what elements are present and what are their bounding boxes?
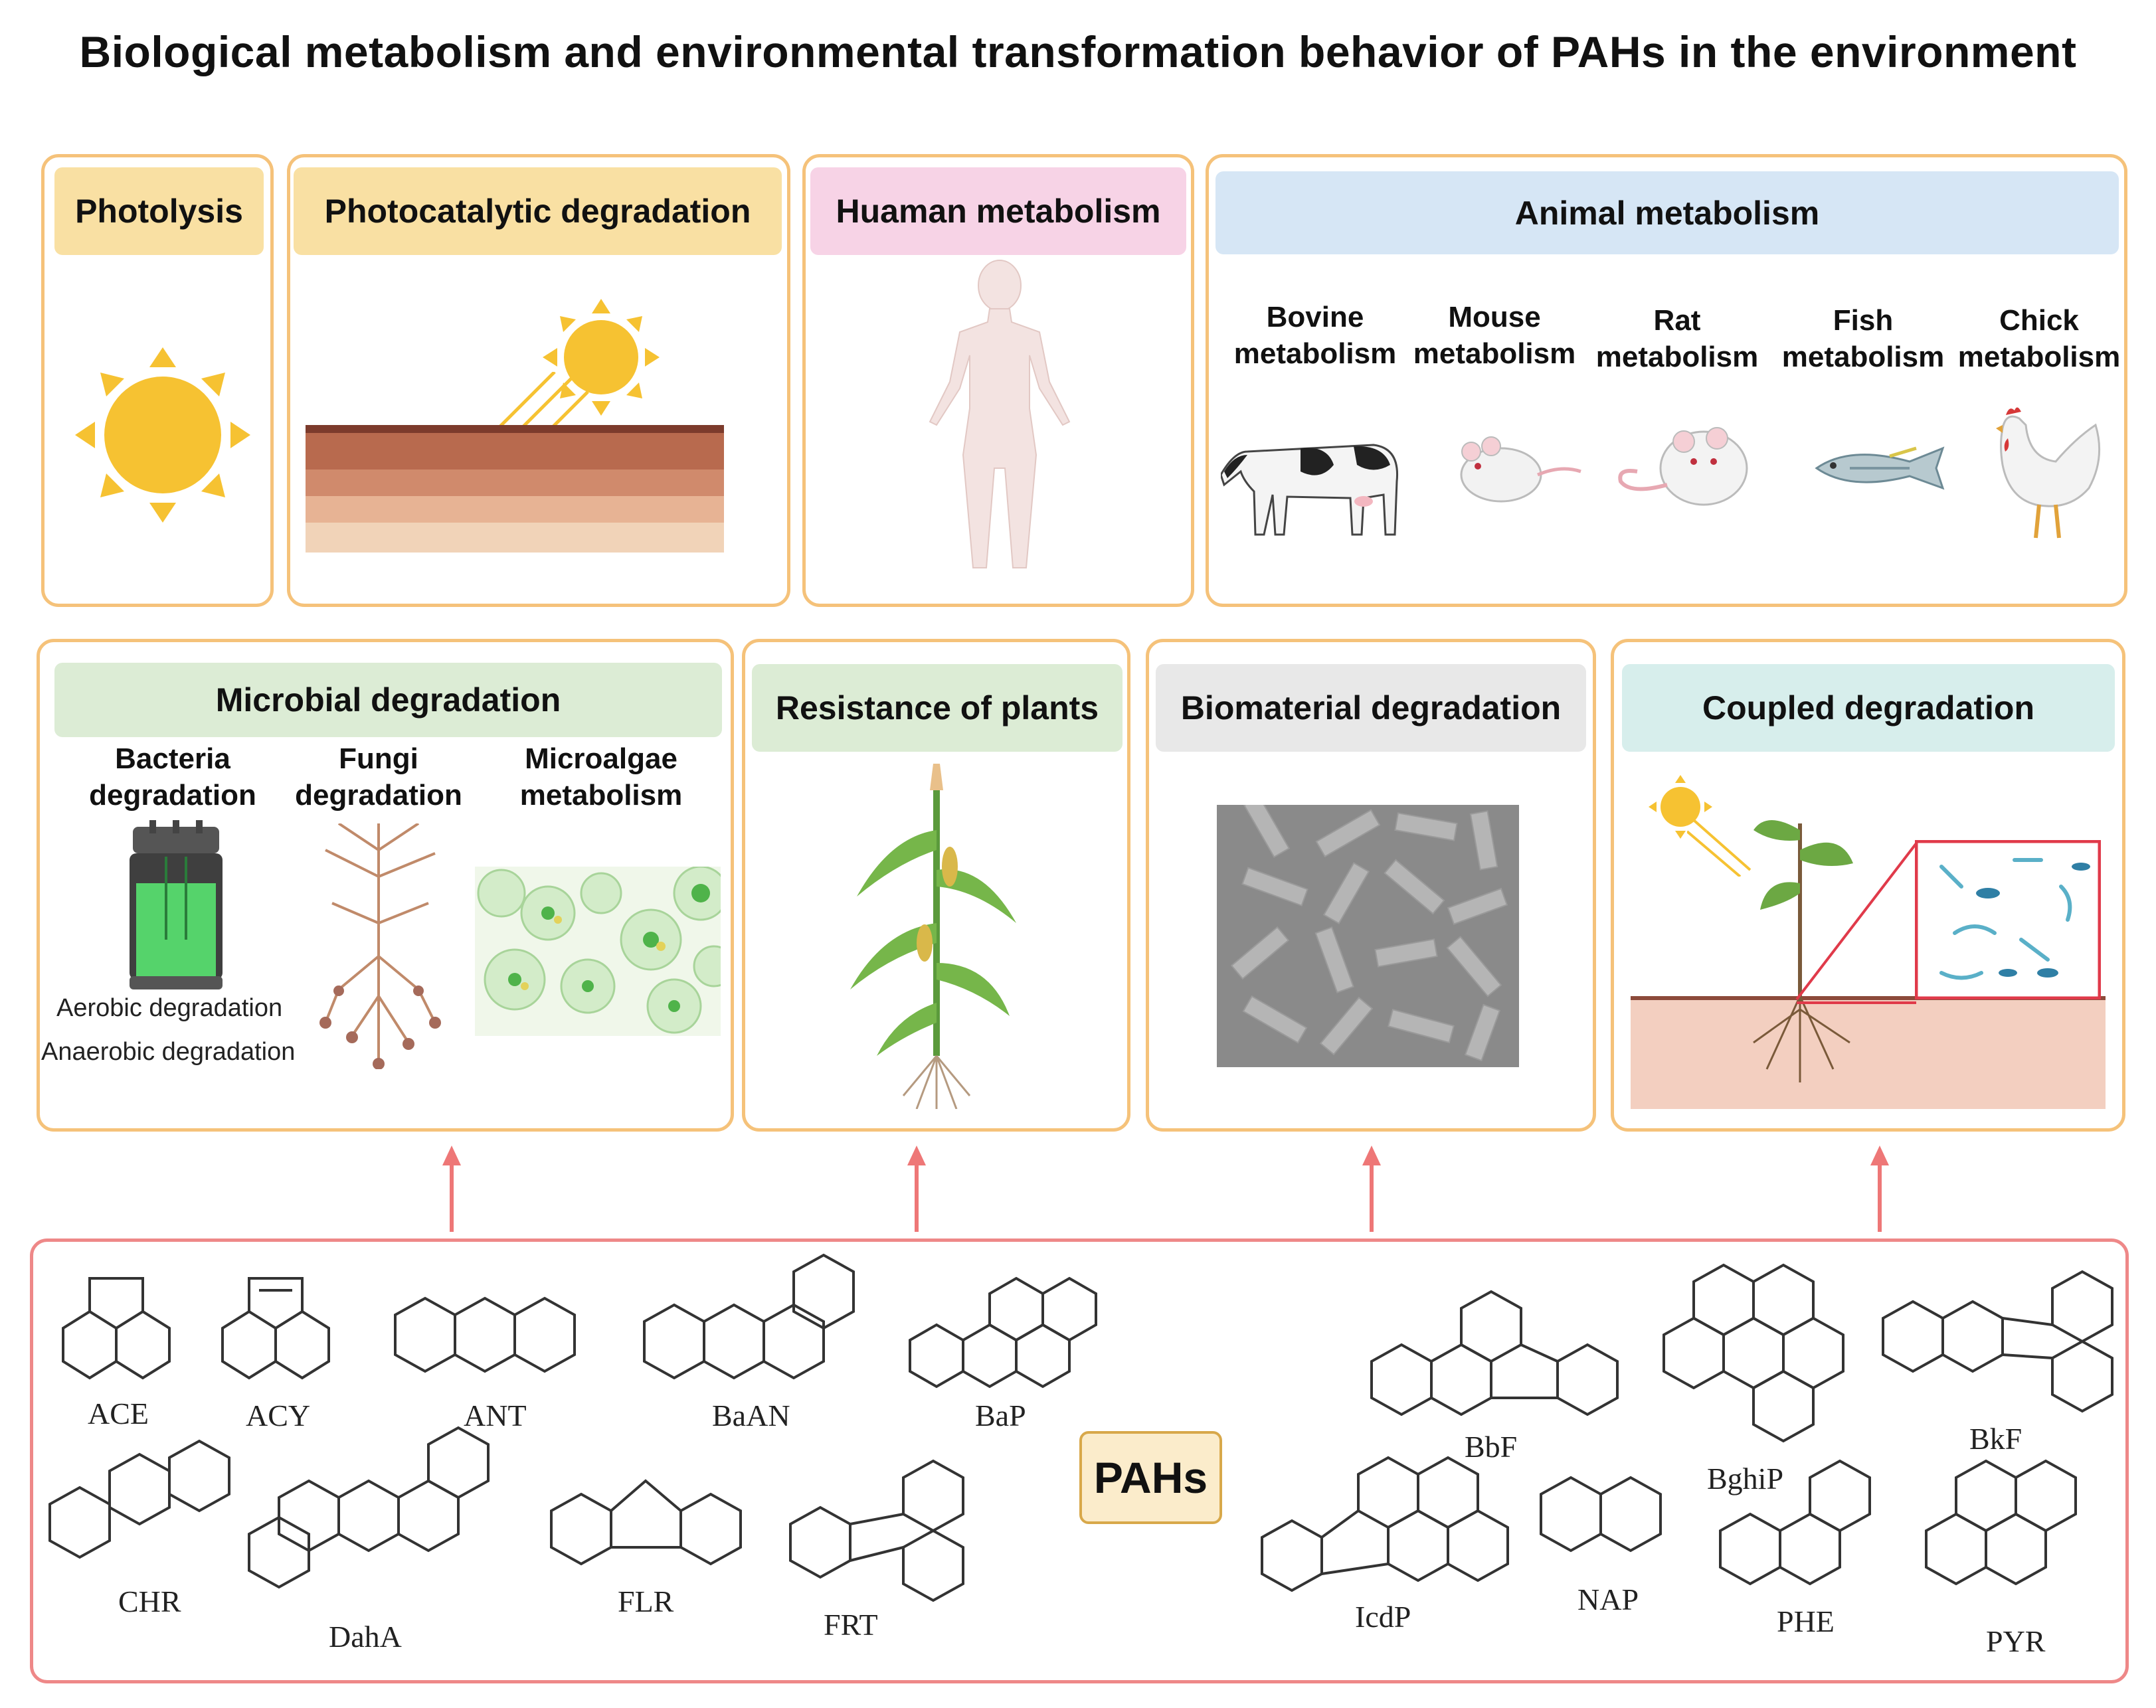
bghip-structure [1662,1263,1844,1443]
human-header: Huaman metabolism [810,167,1186,255]
bioreactor-icon [130,820,223,989]
compound-label: FRT [824,1608,878,1642]
bacteria-label: Bacteria degradation [89,742,256,811]
compound-label: BghiP [1707,1462,1784,1495]
fungi-label: Fungi degradation [295,742,462,811]
sun-icon [1649,775,1712,839]
zoom-lines-icon [1795,842,1918,1004]
arrow-up-icon [1362,1146,1381,1232]
arrow-up-icon [1870,1146,1889,1232]
chick-label: Chick metabolism [1957,304,2121,373]
microalgae-label: Microalgae metabolism [519,742,683,811]
microbial-header: Microbial degradation [54,663,722,737]
nap-structure [1540,1476,1662,1553]
biomaterial-header: Biomaterial degradation [1156,664,1586,752]
sun-icon [75,347,250,523]
compound-label: FLR [618,1584,674,1618]
bovine-label: Bovine metabolism [1233,301,1397,370]
rat-icon [1618,427,1748,506]
photolysis-header: Photolysis [54,167,264,255]
seedling-icon [1753,820,1853,1082]
phe-structure [1719,1459,1871,1586]
fungi-mycelium-icon [319,823,441,1069]
microalgae-cells-icon [475,867,721,1036]
arrow-up-icon [907,1146,926,1232]
arrow-up-icon [442,1146,461,1232]
sun-icon [543,299,660,416]
compound-label: IcdP [1355,1600,1411,1634]
chr-structure [48,1439,230,1559]
plants-header: Resistance of plants [752,664,1123,752]
baan-structure [643,1253,855,1380]
compound-label: ANT [464,1399,527,1432]
animal-header: Animal metabolism [1215,171,2119,254]
acy-structure [221,1277,330,1380]
icdp-structure [1261,1456,1509,1592]
photocatalytic-header: Photocatalytic degradation [294,167,782,255]
compound-label: BaAN [712,1399,790,1432]
biomaterial-texture-icon [1217,805,1519,1067]
compound-label: BaP [975,1399,1026,1432]
compound-label: ACE [88,1397,149,1430]
human-body-icon [929,260,1071,568]
mouse-label: Mouse metabolism [1413,301,1576,370]
fish-icon [1815,446,1945,490]
corn-plant-icon [850,764,1016,1109]
compound-label: BbF [1465,1430,1518,1464]
light-rays-icon [1687,819,1752,877]
mouse-icon [1460,436,1581,503]
fish-label: Fish metabolism [1781,304,1945,373]
bap-structure [909,1276,1097,1389]
figure-title: Biological metabolism and environmental … [79,27,2077,76]
bkf-structure [1882,1270,2113,1413]
compound-label: PHE [1777,1604,1835,1638]
microbes-inset-icon [1915,840,2101,999]
ant-structure [394,1296,576,1373]
soil-layers-icon [306,425,724,553]
flr-structure [550,1479,742,1566]
compound-label: CHR [118,1584,181,1618]
cow-icon [1221,444,1399,536]
frt-structure [789,1459,964,1602]
rat-label: Rat metabolism [1595,304,1759,373]
compound-label: DahA [329,1620,402,1654]
pyr-structure [1925,1459,2077,1586]
aerobic-label: Aerobic degradation [56,994,283,1022]
chicken-icon [1996,407,2101,539]
anaerobic-label: Anaerobic degradation [41,1038,296,1066]
soil-ground-icon [1631,996,2106,1109]
bbf-structure [1370,1290,1619,1416]
compound-label: BkF [1969,1422,2022,1456]
compound-label: ACY [246,1399,311,1432]
compound-label: NAP [1577,1582,1639,1616]
compound-label: PYR [1986,1624,2046,1658]
ace-structure [62,1277,171,1380]
daha-structure [248,1426,490,1589]
coupled-header: Coupled degradation [1622,664,2115,752]
pahs-label: PAHs [1079,1431,1222,1524]
